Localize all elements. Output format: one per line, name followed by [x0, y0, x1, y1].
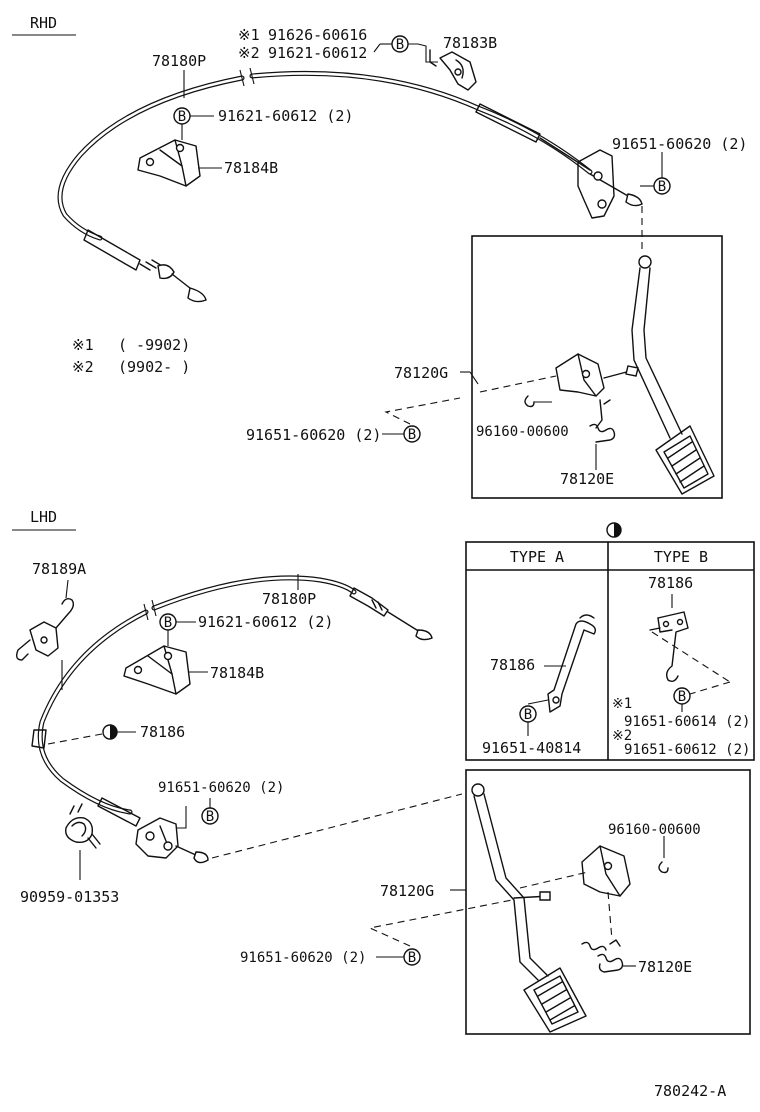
lhd-label-78120g: 78120G [380, 882, 434, 900]
rhd-legend2-mark: ※2 [72, 358, 94, 376]
type-table-frame [465, 541, 755, 761]
lhd-section: LHD 78189A [12, 508, 751, 1035]
svg-text:B: B [206, 809, 214, 825]
rhd-spring-78120e [589, 399, 616, 443]
rhd-label-bolt-pedal-bottom: 91651-60620 (2) [246, 426, 381, 444]
rhd-pedal-78120g [631, 255, 715, 495]
lhd-label-78186: 78186 [140, 723, 185, 741]
figure-id: 780242-A [654, 1082, 726, 1100]
rhd-label-78183b: 78183B [443, 34, 497, 52]
type-a-label-bolt: 91651-40814 [482, 739, 581, 757]
lhd-label-78184b: 78184B [210, 664, 264, 682]
type-a-bolt: B [519, 705, 537, 736]
rhd-bolt-top: B [380, 35, 438, 63]
type-b-label-78186: 78186 [648, 574, 693, 592]
rhd-note2-mark: ※2 [238, 44, 260, 62]
rhd-bracket-78183b [429, 49, 477, 91]
lhd-spring-78120e [581, 939, 624, 973]
lhd-bolt-pedal: B [368, 899, 513, 966]
rhd-note1-mark: ※1 [238, 26, 260, 44]
rhd-section-label: RHD [30, 14, 57, 32]
lhd-clamp [65, 803, 101, 880]
rhd-bolt-pedal-bottom: B [382, 397, 461, 443]
type-b-note1-mark: ※1 [612, 696, 632, 712]
type-table-marker [606, 522, 622, 538]
rhd-bolt-bracket: B [173, 107, 214, 140]
svg-text:B: B [658, 179, 666, 195]
rhd-label-bolt-pedal-top: 91651-60620 (2) [612, 135, 747, 153]
rhd-accelerator-cable [57, 67, 593, 303]
lhd-label-78189a: 78189A [32, 560, 86, 578]
svg-text:B: B [524, 707, 532, 723]
lhd-accelerator-cable [31, 575, 433, 827]
type-b-note1-bolt: 91651-60614 (2) [624, 714, 750, 730]
rhd-label-78120e: 78120E [560, 470, 614, 488]
lhd-pedal-78120g [471, 783, 587, 1033]
rhd-label-clip: 96160-00600 [476, 424, 569, 440]
type-b-bolt: B [673, 687, 691, 712]
svg-text:B: B [164, 615, 172, 631]
lhd-label-bolt-cable: 91651-60620 (2) [158, 780, 284, 796]
rhd-cable-end-bracket [577, 149, 643, 219]
rhd-clip [524, 395, 552, 408]
rhd-legend1-text: ( -9902) [118, 336, 190, 354]
rhd-legend1-mark: ※1 [72, 336, 94, 354]
rhd-label-78180p: 78180P [152, 52, 206, 70]
lhd-bracket-78189a [15, 579, 75, 690]
rhd-bracket-78184b [137, 139, 201, 187]
type-b-note2-mark: ※2 [612, 728, 632, 744]
rhd-pedal-bracket [555, 353, 639, 397]
type-b-part [649, 611, 689, 683]
svg-text:B: B [408, 427, 416, 443]
rhd-label-78120g: 78120G [394, 364, 448, 382]
lhd-clip [658, 836, 669, 874]
lhd-label-clamp: 90959-01353 [20, 888, 119, 906]
lhd-pedal-bracket [513, 845, 631, 901]
rhd-section: RHD [12, 14, 747, 499]
lhd-label-bolt-bracket: 91621-60612 (2) [198, 613, 333, 631]
rhd-legend2-text: (9902- ) [118, 358, 190, 376]
lhd-section-label: LHD [30, 508, 57, 526]
svg-text:B: B [408, 950, 416, 966]
lhd-bracket-78184b [123, 645, 191, 695]
rhd-note1-part: 91626-60616 [268, 26, 367, 44]
type-a-label-78186: 78186 [490, 656, 535, 674]
svg-text:B: B [178, 109, 186, 125]
lhd-bolt-bracket: B [159, 613, 196, 646]
rhd-label-bolt-bracket: 91621-60612 (2) [218, 107, 353, 125]
svg-text:B: B [678, 689, 686, 705]
rhd-label-78184b: 78184B [224, 159, 278, 177]
type-table: TYPE A TYPE B 78186 B 91651-40814 78186 [465, 522, 755, 761]
lhd-label-78120e: 78120E [638, 958, 692, 976]
lhd-label-78180p: 78180P [262, 590, 316, 608]
type-b-note2-bolt: 91651-60612 (2) [624, 742, 750, 758]
svg-text:B: B [396, 37, 404, 53]
lhd-label-bolt-pedal: 91651-60620 (2) [240, 950, 366, 966]
lhd-78186-marker [47, 724, 136, 745]
rhd-bolt-pedal-top: B [640, 152, 671, 195]
lhd-pedal-box [465, 769, 751, 1035]
type-b-header: TYPE B [654, 548, 708, 566]
type-a-header: TYPE A [510, 548, 564, 566]
lhd-cable-end-bracket [135, 817, 209, 864]
rhd-note2-part: 91621-60612 [268, 44, 367, 62]
lhd-label-clip: 96160-00600 [608, 822, 701, 838]
type-a-part [527, 614, 597, 713]
lhd-bolt-cable: B [176, 798, 219, 829]
rhd-pedal-box [471, 235, 723, 499]
